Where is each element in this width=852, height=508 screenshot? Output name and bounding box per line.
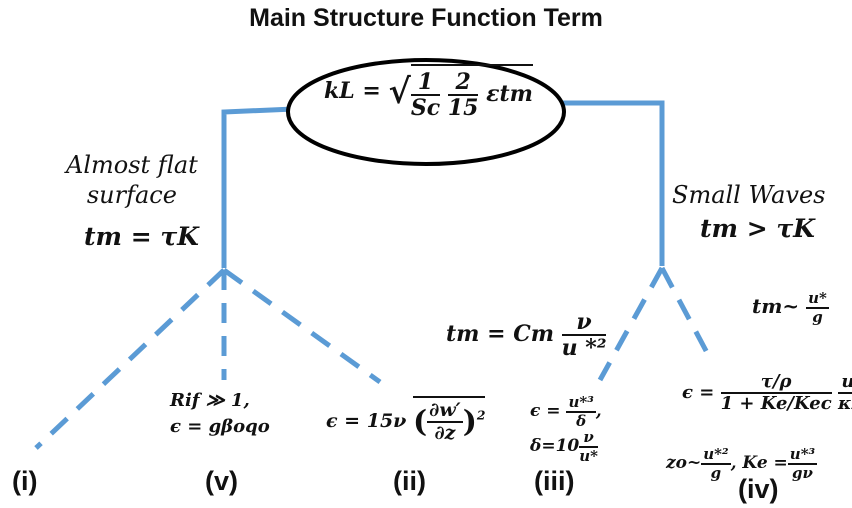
diagram-title: Main Structure Function Term [249,4,603,32]
dashed-branch-iii [597,266,665,382]
equation-ii: ϵ = 15ν (∂w′∂z)2 [326,396,486,444]
left-branch-condition: tm = τK [84,222,199,251]
right-solid-branch [560,100,665,266]
label-v: (v) [205,466,238,496]
label-ii: (ii) [393,466,426,496]
label-iv: (iv) [738,474,779,504]
dashed-branch-i [34,268,226,450]
label-iii: (iii) [534,466,575,496]
dashed-branch-iv [659,266,715,364]
tm-equation-iv: tm~ u*g [752,289,829,326]
left-branch-label: Almost flat surface [66,151,198,209]
label-i: (i) [12,466,38,496]
equation-v: Rif ≫ 1, ϵ = gβoqo [170,390,270,437]
right-branch-label: Small Waves [672,181,826,209]
right-branch-condition: tm > τK [700,214,815,243]
left-solid-branch [221,106,295,268]
equation-iv-epsilon: ϵ = τ/ρ1 + Ke/Kec u *κzo, [682,372,852,414]
dashed-branch-ii [222,267,382,385]
main-term-ellipse [286,58,566,166]
